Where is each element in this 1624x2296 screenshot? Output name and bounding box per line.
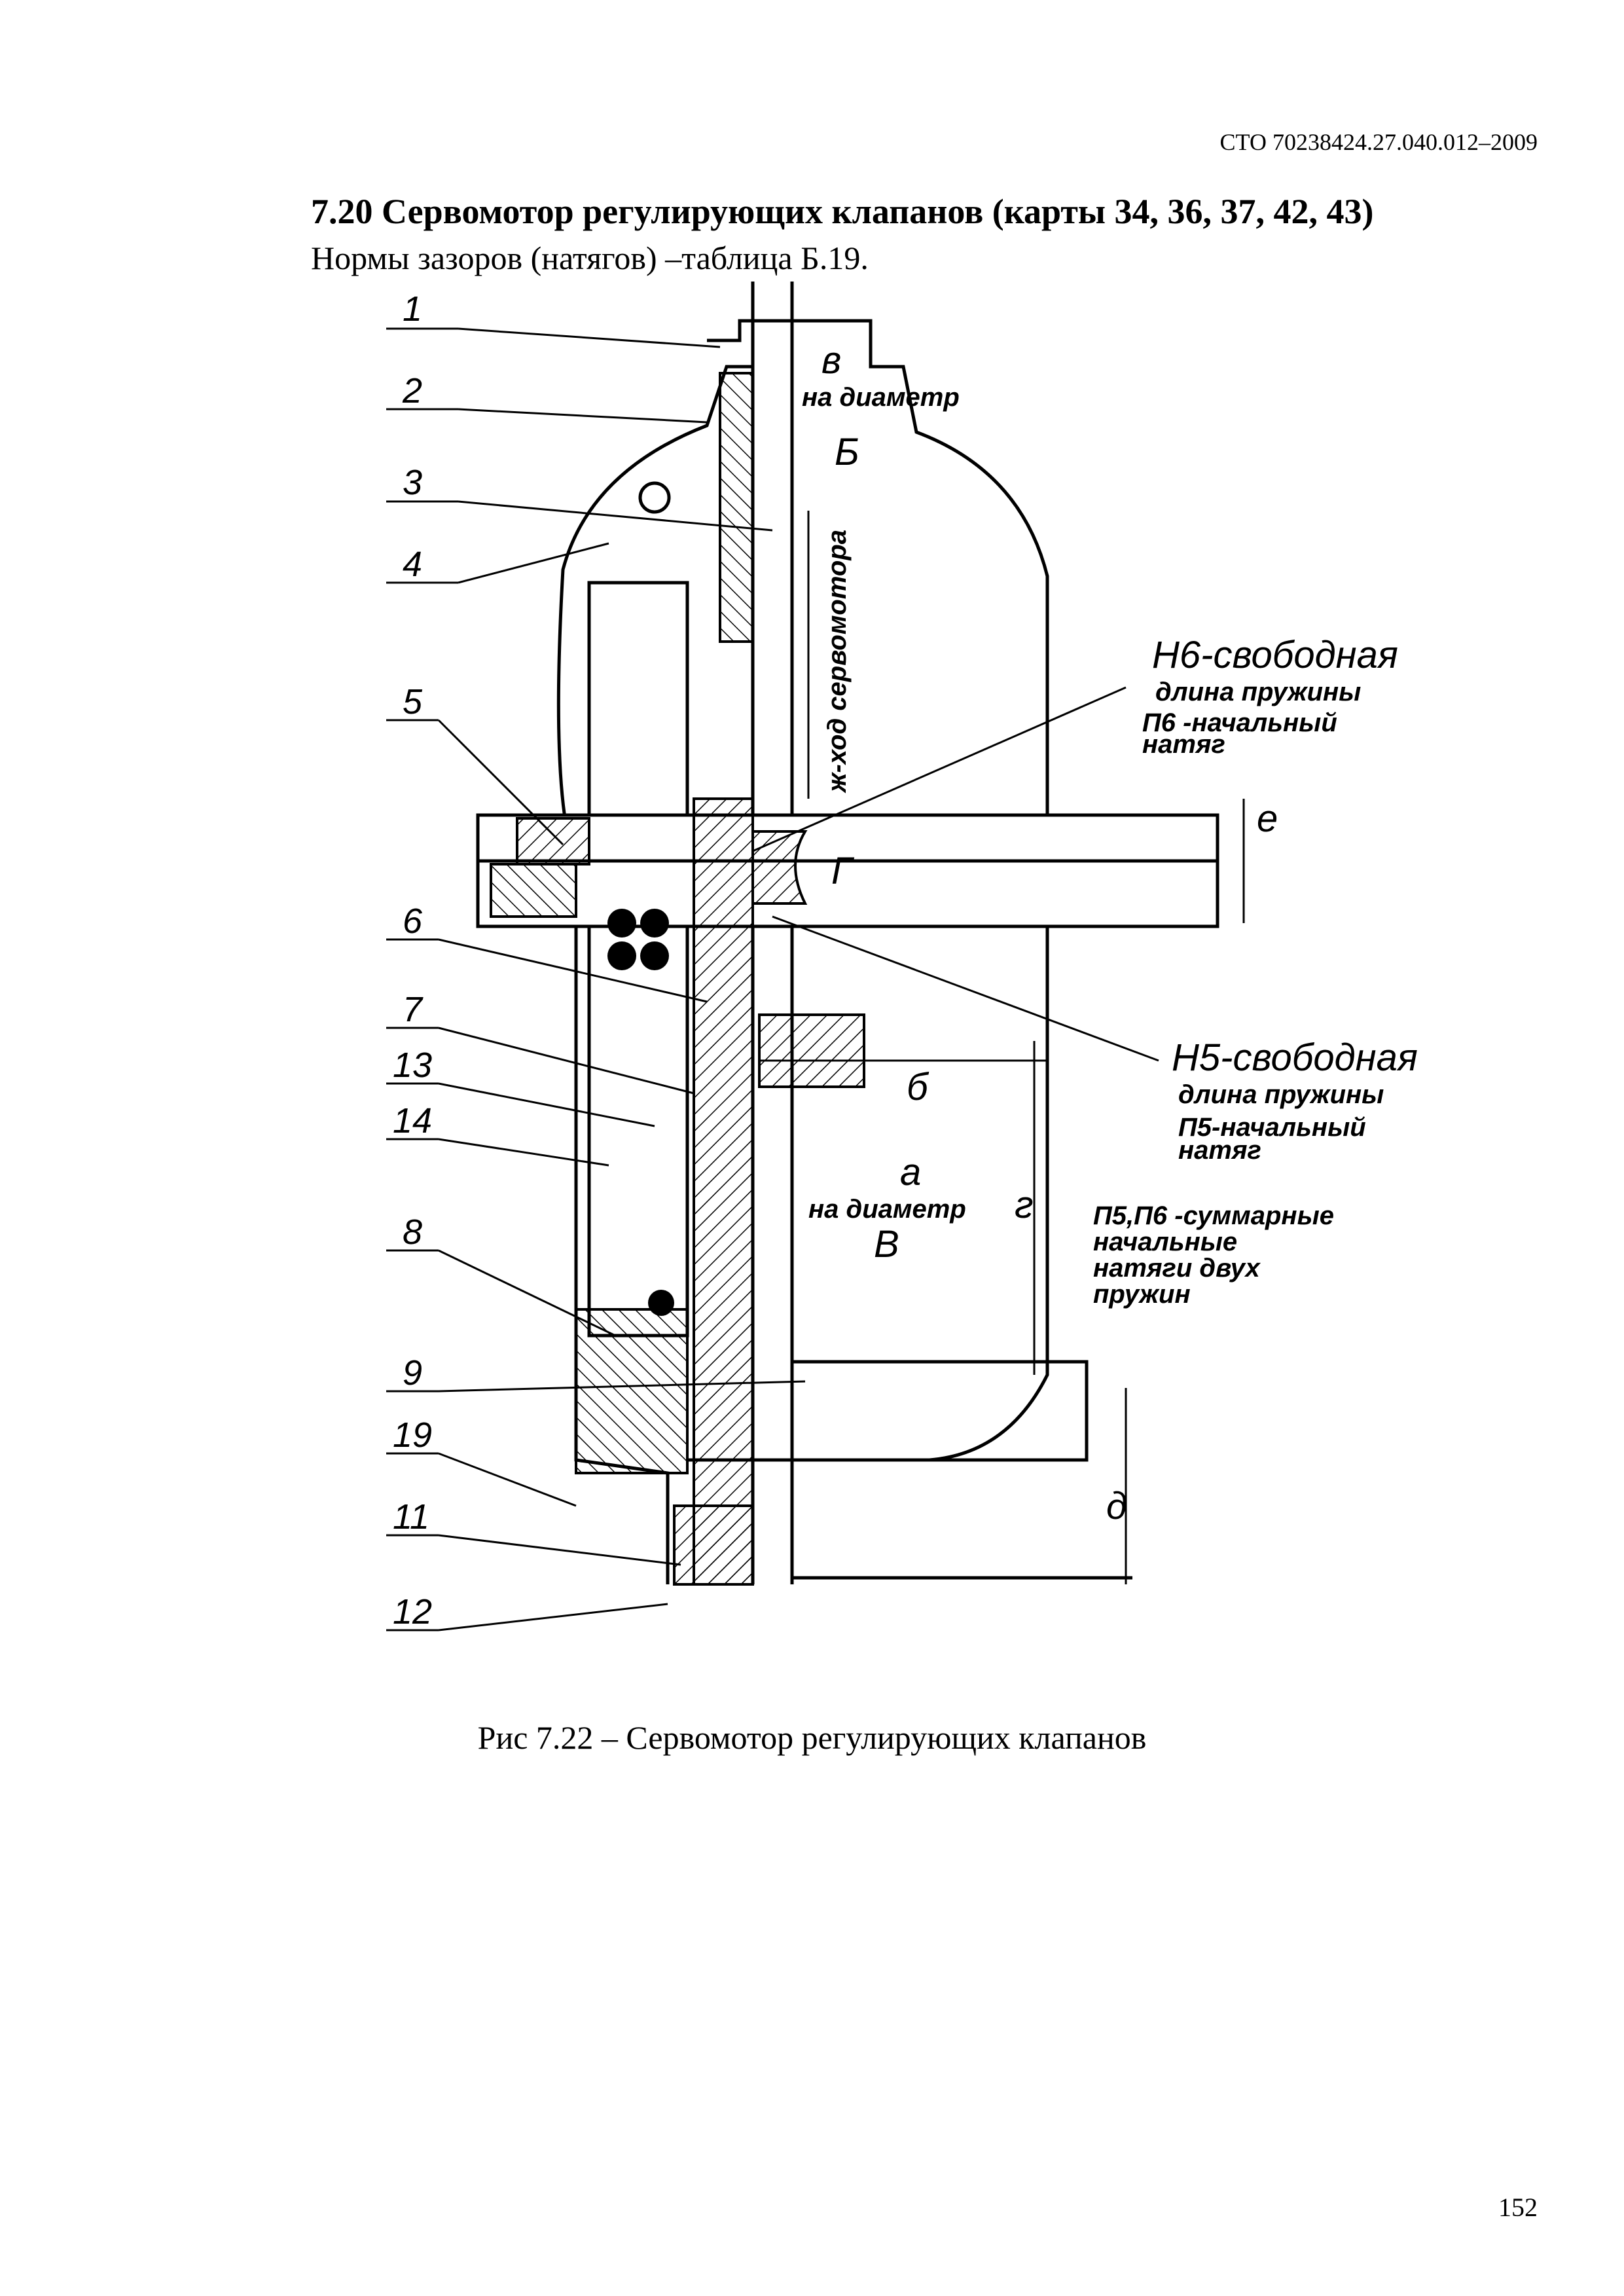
label-H6: Н6-свободная xyxy=(1152,634,1398,676)
label-V-cap: В xyxy=(874,1223,899,1266)
document-code: СТО 70238424.27.040.012–2009 xyxy=(1219,129,1538,155)
label-G-cap: Г xyxy=(831,850,855,892)
callout-13: 13 xyxy=(393,1046,432,1085)
label-sum-4: пружин xyxy=(1093,1280,1191,1309)
callout-2: 2 xyxy=(402,371,422,410)
label-sum-1: П5,П6 -суммарные xyxy=(1093,1201,1334,1230)
callout-12: 12 xyxy=(393,1592,432,1631)
label-H5-line2: длина пружины xyxy=(1178,1080,1384,1109)
section-subtitle: Нормы зазоров (натягов) –таблица Б.19. xyxy=(311,240,869,276)
callout-14: 14 xyxy=(393,1101,432,1140)
callout-8: 8 xyxy=(403,1212,422,1252)
callout-9: 9 xyxy=(403,1353,422,1393)
label-e: е xyxy=(1257,797,1278,840)
label-d: д xyxy=(1106,1485,1127,1527)
label-sum-3: натяги двух xyxy=(1093,1254,1261,1283)
section-title: 7.20 Сервомотор регулирующих клапанов (к… xyxy=(311,192,1374,231)
label-a: а xyxy=(900,1151,921,1194)
label-v: в xyxy=(821,339,841,382)
callout-4: 4 xyxy=(403,545,422,584)
callout-19: 19 xyxy=(393,1415,432,1455)
callout-6: 6 xyxy=(403,902,423,941)
callout-1: 1 xyxy=(403,289,422,329)
label-sum-2: начальные xyxy=(1093,1228,1237,1256)
label-H6-line2: длина пружины xyxy=(1155,678,1361,706)
callout-3: 3 xyxy=(403,463,422,502)
label-na-diametr-top: на диаметр xyxy=(802,383,960,412)
label-P6-line2: натяг xyxy=(1142,730,1225,759)
label-stroke: ж-ход сервомотора xyxy=(823,530,852,793)
figure-caption: Рис 7.22 – Сервомотор регулирующих клапа… xyxy=(477,1719,1147,1756)
label-H5: Н5-свободная xyxy=(1172,1036,1418,1079)
page-number: 152 xyxy=(1498,2193,1538,2222)
label-b-small: б xyxy=(907,1066,929,1108)
label-g: г xyxy=(1015,1184,1034,1226)
label-na-diametr-mid: на диаметр xyxy=(808,1195,966,1224)
label-P5: П5-начальный xyxy=(1178,1113,1366,1142)
label-P6: П6 -начальный xyxy=(1142,708,1337,737)
label-P5-line2: натяг xyxy=(1178,1136,1261,1165)
callout-11: 11 xyxy=(393,1497,429,1537)
callout-5: 5 xyxy=(403,682,423,721)
callout-7: 7 xyxy=(403,990,424,1029)
servomotor-drawing: 1 2 3 4 5 6 7 13 14 8 9 19 11 12 в на ди… xyxy=(386,282,1418,1631)
label-B-cap: Б xyxy=(835,431,859,473)
